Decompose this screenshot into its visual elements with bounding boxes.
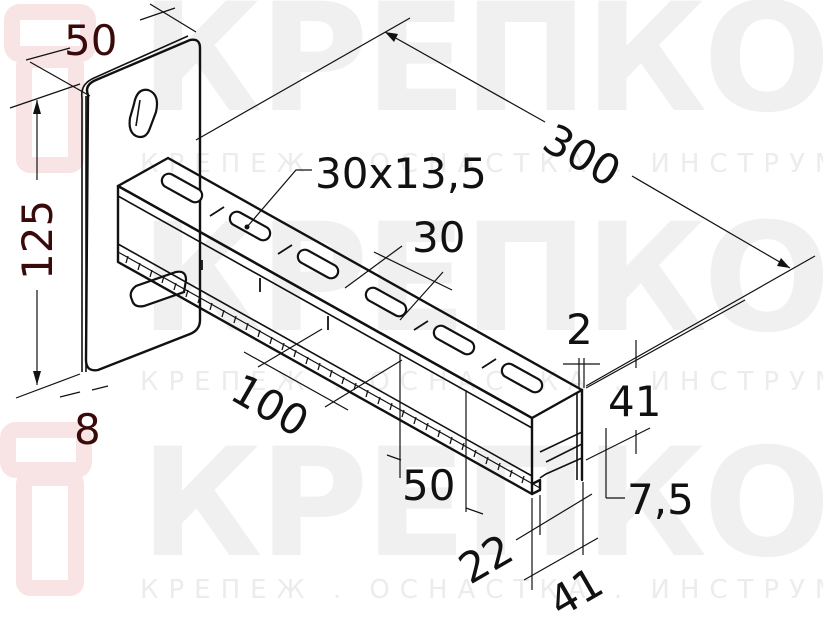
watermark-brand: КРЕПКОМ	[140, 0, 823, 146]
dim-plate-height: 125	[13, 200, 62, 280]
dim-profile-height: 41	[608, 377, 661, 426]
dim-mark-50: 50	[402, 461, 455, 510]
watermark-tagline: КРЕПЕЖ . ОСНАСТКА . ИНСТРУМЕНТ	[140, 367, 823, 397]
c-channel	[116, 156, 584, 496]
bolt-icon	[0, 422, 92, 596]
watermark-brand: КРЕПКОМ	[140, 417, 823, 591]
serration	[125, 255, 525, 484]
dim-lip: 7,5	[627, 475, 694, 524]
dim-plate-thickness: 8	[74, 405, 101, 454]
dim-wall-thickness: 2	[566, 305, 593, 354]
watermark: КРЕПКОМ КРЕПКОМ КРЕПКОМ КРЕПЕЖ . ОСНАСТК…	[0, 0, 823, 605]
dim-slot-pitch: 30	[412, 213, 465, 262]
watermark-tagline: КРЕПЕЖ . ОСНАСТКА . ИНСТРУМЕНТ	[140, 149, 823, 179]
dimension-labels: 50 125 8 300 30x13,5 30 100 50 2 41 7,5 …	[13, 16, 694, 620]
dim-slot-size: 30x13,5	[315, 149, 487, 198]
slots	[160, 172, 544, 394]
dimension-lines	[9, 3, 816, 590]
watermark-tagline: КРЕПЕЖ . ОСНАСТКА . ИНСТРУМЕНТ	[140, 575, 823, 605]
center-marks	[201, 206, 497, 369]
back-plate	[80, 35, 202, 372]
dim-plate-width: 50	[64, 16, 117, 65]
